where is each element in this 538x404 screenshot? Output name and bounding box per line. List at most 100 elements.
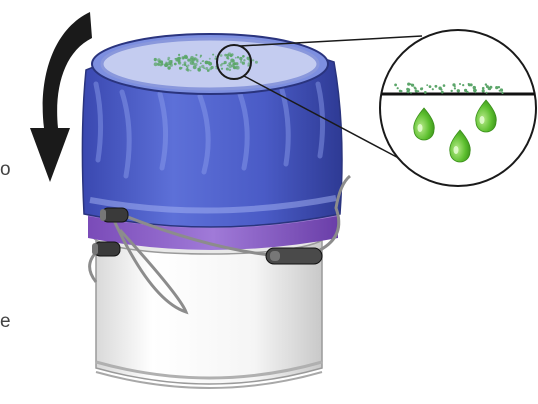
particle [187, 64, 189, 66]
particle [206, 61, 208, 63]
particle [170, 62, 173, 65]
inset-particle [441, 91, 443, 93]
particle [202, 60, 204, 62]
inset-particle [406, 88, 409, 91]
particle [215, 56, 217, 58]
filter-bag [82, 34, 342, 227]
particle [154, 60, 156, 62]
particle [226, 68, 229, 71]
inset-particle [482, 87, 485, 90]
particle [190, 70, 192, 72]
inset-particle [482, 89, 485, 92]
droplet-highlight [418, 124, 423, 132]
inset-particle [462, 84, 464, 86]
particle [175, 58, 177, 60]
particle [226, 54, 229, 57]
particle [185, 56, 188, 59]
droplet-highlight [454, 146, 459, 154]
inset-particle [438, 87, 441, 90]
particle [237, 56, 239, 58]
particle [235, 57, 237, 59]
particle [220, 54, 223, 57]
inset-particle [415, 90, 417, 92]
particle [239, 57, 242, 60]
inset-particle [418, 90, 420, 92]
inset-particle [495, 86, 498, 89]
edge-text-bottom: e [0, 312, 11, 331]
particle [229, 69, 232, 72]
handle-grip [266, 248, 322, 264]
inset-particle [397, 87, 399, 89]
particle [194, 63, 197, 66]
inset-particle [394, 84, 397, 87]
edge-text-top: o [0, 160, 11, 179]
inset-particle [459, 83, 461, 85]
particle [207, 70, 209, 72]
particle [178, 54, 180, 56]
particle [158, 63, 161, 66]
particle [221, 68, 223, 70]
particle [231, 53, 234, 56]
inset-particle [424, 91, 427, 94]
particle [167, 66, 170, 69]
particle [154, 62, 158, 66]
particle [199, 70, 201, 72]
inset-particle [443, 84, 446, 87]
inset-particle [464, 89, 467, 92]
inset-particle [454, 87, 456, 89]
handle-clip-upper [100, 208, 128, 222]
particle [243, 59, 245, 61]
inset-particle [475, 92, 477, 94]
particle [158, 60, 161, 63]
inset-particle [486, 92, 488, 94]
particle [182, 64, 184, 66]
particle [221, 63, 223, 65]
particle [177, 58, 181, 62]
particle [186, 68, 189, 71]
inset-particle [470, 83, 473, 86]
particle [230, 59, 234, 63]
inset-particle [499, 90, 501, 92]
particle [168, 64, 170, 66]
particle [197, 68, 199, 70]
particle [190, 58, 194, 62]
inset-particle [414, 87, 416, 89]
particle [179, 67, 182, 70]
particle [200, 62, 202, 64]
particle [174, 63, 177, 66]
particle [199, 66, 201, 68]
inset-particle [399, 90, 402, 93]
particle [181, 56, 185, 60]
particle [242, 55, 245, 58]
particle [231, 64, 234, 67]
inset-particle [426, 84, 428, 86]
inset-particle [429, 85, 432, 88]
particle [195, 54, 197, 56]
inset-particle [486, 85, 489, 88]
particle [164, 64, 167, 67]
inset-particle [454, 85, 456, 87]
inset-particle [501, 92, 503, 94]
inset-particle [451, 90, 453, 92]
particle [184, 64, 186, 66]
particle [228, 62, 231, 65]
particle [187, 67, 189, 69]
particle [209, 67, 212, 70]
particle [255, 61, 258, 64]
inset-particle [435, 85, 438, 88]
inset-particle [432, 88, 434, 90]
inset-particle [410, 83, 412, 85]
particle [167, 57, 170, 60]
particle [252, 59, 254, 61]
zoom-inset [370, 30, 538, 186]
inset-particle [457, 89, 460, 92]
inset-particle [475, 89, 477, 91]
particle [242, 62, 245, 65]
inset-particle [420, 87, 423, 90]
handle-clip-lower [92, 242, 120, 256]
particle [223, 63, 225, 65]
particle [203, 67, 205, 69]
inset-particle [468, 83, 470, 85]
